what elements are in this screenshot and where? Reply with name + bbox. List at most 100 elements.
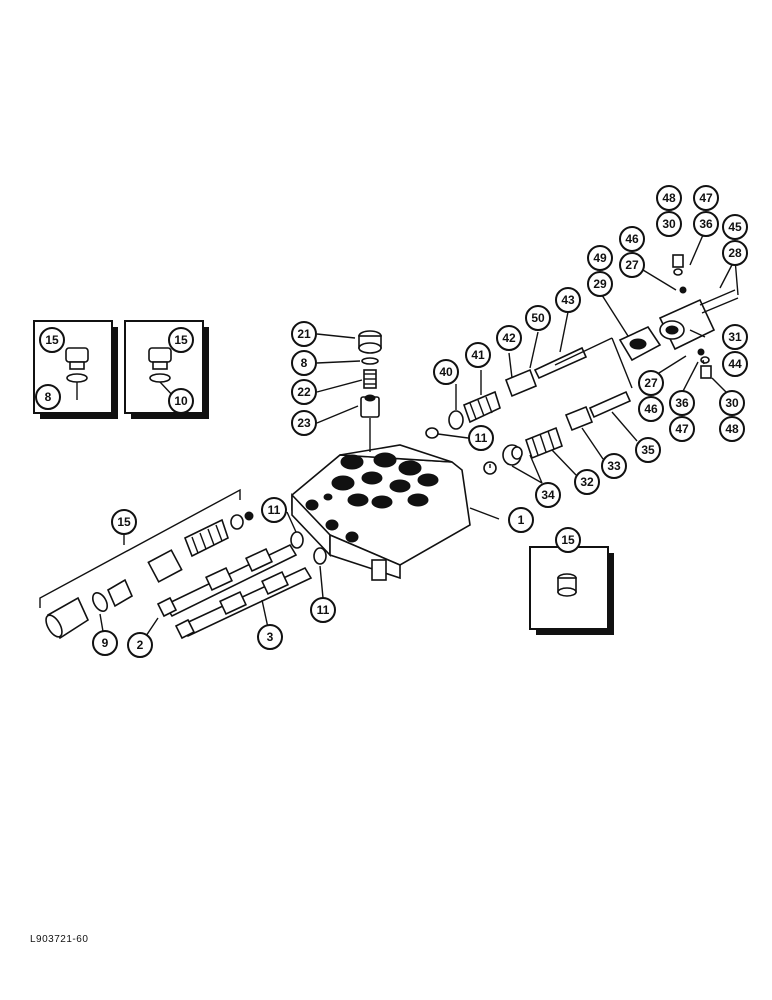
svg-text:41: 41 [471,348,485,362]
spool-cap-assembly [39,488,327,640]
callout-47-top: 47 [693,185,719,211]
callout-1: 1 [508,507,534,533]
svg-text:3: 3 [267,630,274,644]
svg-text:43: 43 [561,293,575,307]
svg-text:27: 27 [625,258,639,272]
svg-text:33: 33 [607,459,621,473]
svg-text:8: 8 [301,356,308,370]
callout-33: 33 [601,453,627,479]
callout-36-top: 36 [693,211,719,237]
svg-text:46: 46 [625,232,639,246]
callout-48-bottom: 48 [719,416,745,442]
svg-text:15: 15 [561,533,575,547]
callout-28: 28 [722,240,748,266]
svg-text:22: 22 [297,385,311,399]
svg-text:47: 47 [675,422,689,436]
callout-30-bottom: 30 [719,390,745,416]
svg-text:15: 15 [45,333,59,347]
svg-text:30: 30 [662,217,676,231]
lower-spring-assembly [483,390,632,475]
callout-45: 45 [722,214,748,240]
callout-35: 35 [635,437,661,463]
svg-text:31: 31 [728,330,742,344]
svg-text:21: 21 [297,327,311,341]
callout-46-top: 46 [619,226,645,252]
spool-2 [156,543,298,618]
callout-15-inset-right: 15 [555,527,581,553]
valve-body [291,444,471,581]
svg-text:36: 36 [699,217,713,231]
callout-8-top: 8 [291,350,317,376]
svg-text:44: 44 [728,357,742,371]
callout-48-top: 48 [656,185,682,211]
callout-15-inset-mid: 15 [168,327,194,353]
callout-10-inset: 10 [168,388,194,414]
svg-text:49: 49 [593,251,607,265]
svg-text:32: 32 [580,475,594,489]
svg-text:29: 29 [593,277,607,291]
figure-code: L903721-60 [30,934,89,945]
svg-text:11: 11 [268,503,281,517]
svg-text:9: 9 [102,636,109,650]
end-cap-assembly [618,254,739,379]
callout-11-left-lower: 11 [310,597,336,623]
svg-text:2: 2 [137,638,144,652]
svg-text:28: 28 [728,246,742,260]
svg-text:35: 35 [641,443,655,457]
svg-text:15: 15 [117,515,131,529]
callout-46-bottom: 46 [638,396,664,422]
svg-text:50: 50 [531,311,545,325]
svg-text:40: 40 [439,365,453,379]
svg-text:48: 48 [725,422,739,436]
inset-plug-10 [124,320,209,419]
callout-49: 49 [587,245,613,271]
callout-11-left-upper: 11 [261,497,287,523]
callout-2: 2 [127,632,153,658]
callout-11-right: 11 [468,425,494,451]
inset-plug-15 [529,546,614,635]
callout-31: 31 [722,324,748,350]
svg-text:45: 45 [728,220,742,234]
svg-text:30: 30 [725,396,739,410]
upper-spring-assembly [425,337,633,439]
svg-text:1: 1 [518,513,525,527]
callout-47-bottom: 47 [669,416,695,442]
svg-text:46: 46 [644,402,658,416]
callout-42: 42 [496,325,522,351]
svg-text:34: 34 [541,488,555,502]
callout-21: 21 [291,321,317,347]
callout-44: 44 [722,351,748,377]
svg-text:47: 47 [699,191,713,205]
callout-41: 41 [465,342,491,368]
callout-27-bottom: 27 [638,370,664,396]
callout-15-inset-left: 15 [39,327,65,353]
callout-36-bottom: 36 [669,390,695,416]
callout-9: 9 [92,630,118,656]
callout-27-top: 27 [619,252,645,278]
callout-43: 43 [555,287,581,313]
svg-text:10: 10 [174,394,188,408]
callout-50: 50 [525,305,551,331]
callout-8-inset: 8 [35,384,61,410]
svg-text:48: 48 [662,191,676,205]
svg-text:27: 27 [644,376,658,390]
callout-22: 22 [291,379,317,405]
callout-32: 32 [574,469,600,495]
svg-text:23: 23 [297,416,311,430]
callout-15-cap: 15 [111,509,137,535]
svg-text:11: 11 [317,603,330,617]
callout-23: 23 [291,410,317,436]
relief-plug-stack [358,330,382,452]
svg-text:11: 11 [475,431,488,445]
callout-40: 40 [433,359,459,385]
callout-34: 34 [535,482,561,508]
callout-29: 29 [587,271,613,297]
callout-3: 3 [257,624,283,650]
spool-3 [174,566,313,640]
svg-text:42: 42 [502,331,516,345]
svg-text:36: 36 [675,396,689,410]
svg-text:8: 8 [45,390,52,404]
svg-text:15: 15 [174,333,188,347]
leader-lines [99,227,739,646]
